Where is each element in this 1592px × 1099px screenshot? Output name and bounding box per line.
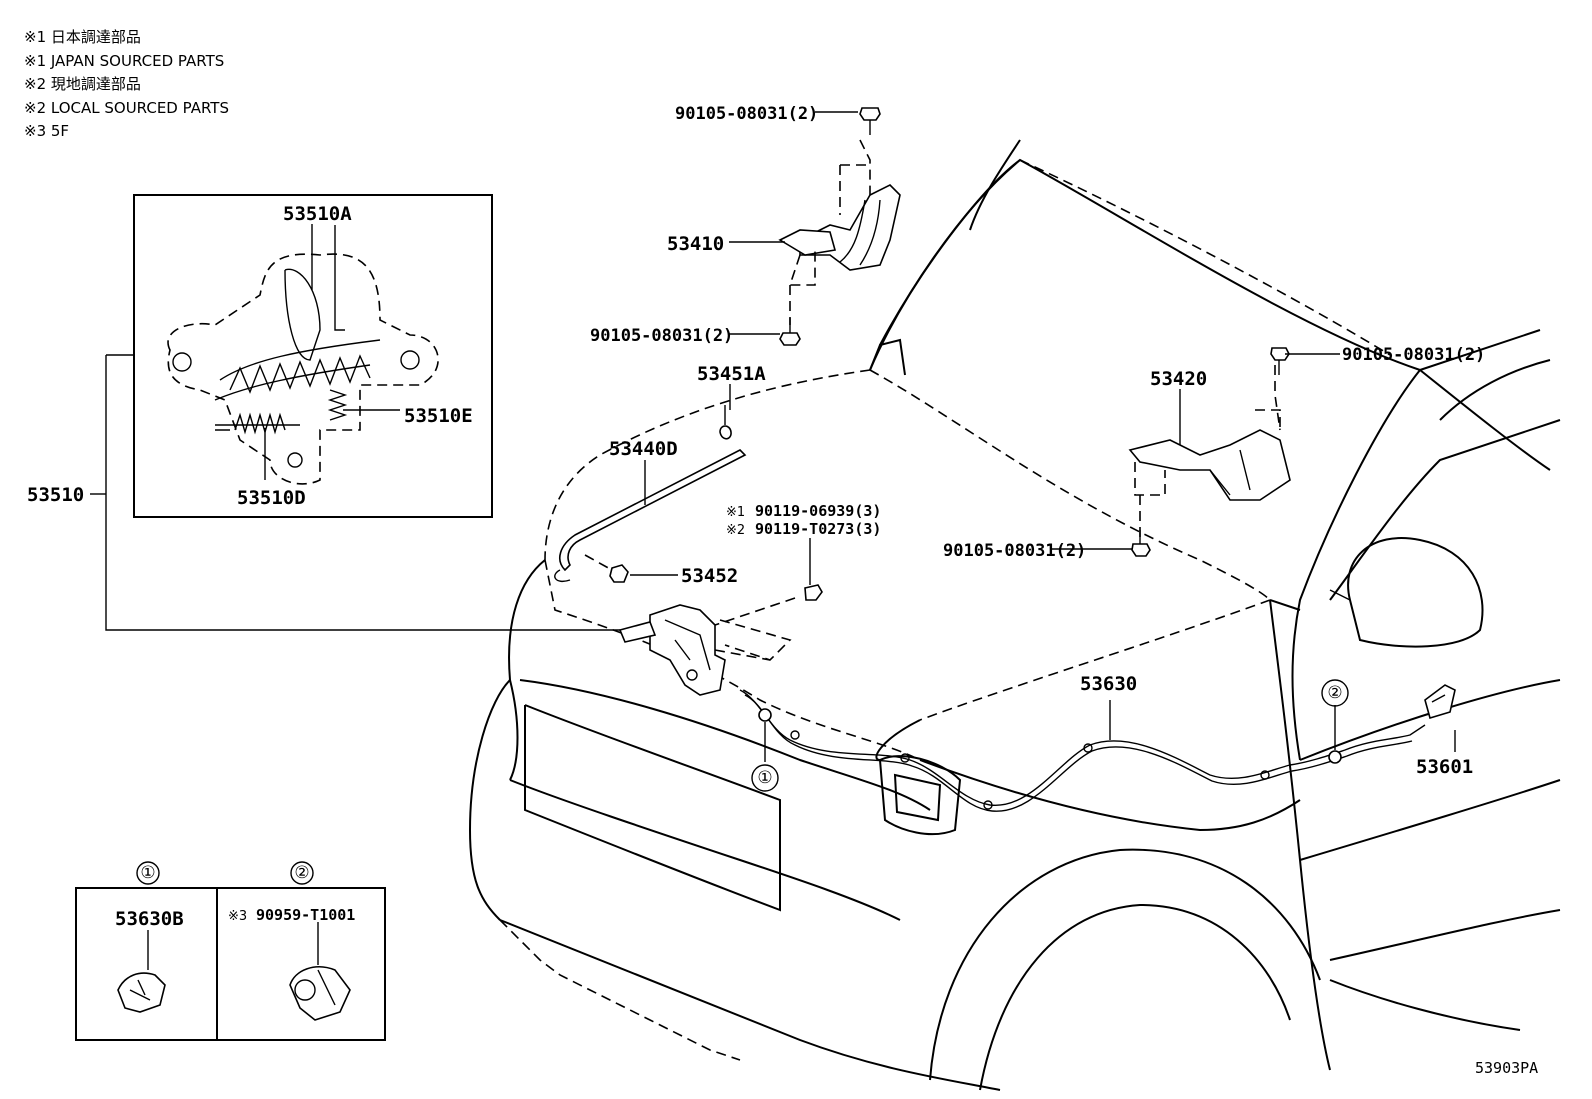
marker-1-bolt-lock: ※1 <box>726 505 745 520</box>
notes-block: ※1 日本調達部品 ※1 JAPAN SOURCED PARTS ※2 現地調達… <box>24 26 229 144</box>
clamp-icon <box>117 972 166 1013</box>
callout-1-on-cable <box>751 764 779 792</box>
bolt-icon <box>859 107 881 135</box>
callout-1-legend-num: ① <box>140 863 155 883</box>
label-clamp-2: 90959-T1001 <box>256 906 355 924</box>
label-support-rod: 53440D <box>609 438 678 460</box>
grommet-part <box>719 405 732 440</box>
note-3: ※2 現地調達部品 <box>24 75 141 93</box>
label-rod-holder: 53452 <box>681 565 738 587</box>
bolt-icon <box>1270 347 1290 375</box>
label-clamp-1: 53630B <box>115 908 184 930</box>
label-bolt-lock-1: 90119-06939(3) <box>755 502 881 520</box>
hinge-left-part <box>778 107 901 346</box>
label-lock-sub-a: 53510A <box>283 203 352 225</box>
label-release-cable: 53630 <box>1080 673 1137 695</box>
diagram-code: 53903PA <box>1475 1059 1538 1077</box>
marker-3-clamp: ※3 <box>228 909 247 924</box>
callout-2-on-cable <box>1321 679 1349 707</box>
label-grommet: 53451A <box>697 363 766 385</box>
callout-1-legend <box>136 861 160 885</box>
callout-circles: ① ② ① ② <box>136 679 1349 885</box>
lock-detail-inset <box>133 194 493 518</box>
callout-2-legend-num: ② <box>294 863 309 883</box>
callout-2-legend <box>290 861 314 885</box>
bolt-icon <box>779 318 801 346</box>
release-lever-part <box>1424 684 1456 720</box>
label-bolt-hinge-r-top: 90105-08031(2) <box>1342 345 1485 365</box>
note-5: ※3 5F <box>24 122 70 140</box>
leader-lines <box>90 111 1456 970</box>
clamp-boxes <box>75 887 386 1041</box>
callout-1-on-cable-num: ① <box>757 768 772 788</box>
clamp-icon <box>289 966 351 1021</box>
label-bolt-hinge-r-bottom: 90105-08031(2) <box>943 541 1086 561</box>
note-2: ※1 JAPAN SOURCED PARTS <box>24 51 225 70</box>
bolt-icon <box>1131 530 1151 557</box>
callout-2-on-cable-num: ② <box>1327 683 1342 703</box>
bolt-icon <box>804 560 823 601</box>
release-cable-part <box>739 689 1426 812</box>
label-lock-sub-d: 53510D <box>237 487 306 509</box>
label-lock-sub-e: 53510E <box>404 405 473 427</box>
label-hinge-r: 53420 <box>1150 368 1207 390</box>
label-lock-assy: 53510 <box>27 484 84 506</box>
label-bolt-hinge-l-bottom: 90105-08031(2) <box>590 326 733 346</box>
vehicle-outline <box>468 139 1561 1091</box>
label-bolt-lock-2: 90119-T0273(3) <box>755 520 881 538</box>
hinge-right-part <box>1128 347 1291 557</box>
hood-lock-part <box>618 560 823 696</box>
note-4: ※2 LOCAL SOURCED PARTS <box>24 98 229 117</box>
label-hinge-l: 53410 <box>667 233 724 255</box>
support-rod-part <box>554 449 747 582</box>
label-bolt-hinge-l-top: 90105-08031(2) <box>675 104 818 124</box>
rod-holder-part <box>584 554 629 583</box>
part-labels: 90105-08031(2) 53410 90105-08031(2) 9010… <box>27 104 1538 1077</box>
marker-2-bolt-lock: ※2 <box>726 523 745 538</box>
note-1: ※1 日本調達部品 <box>24 28 141 46</box>
label-release-lever: 53601 <box>1416 756 1473 778</box>
